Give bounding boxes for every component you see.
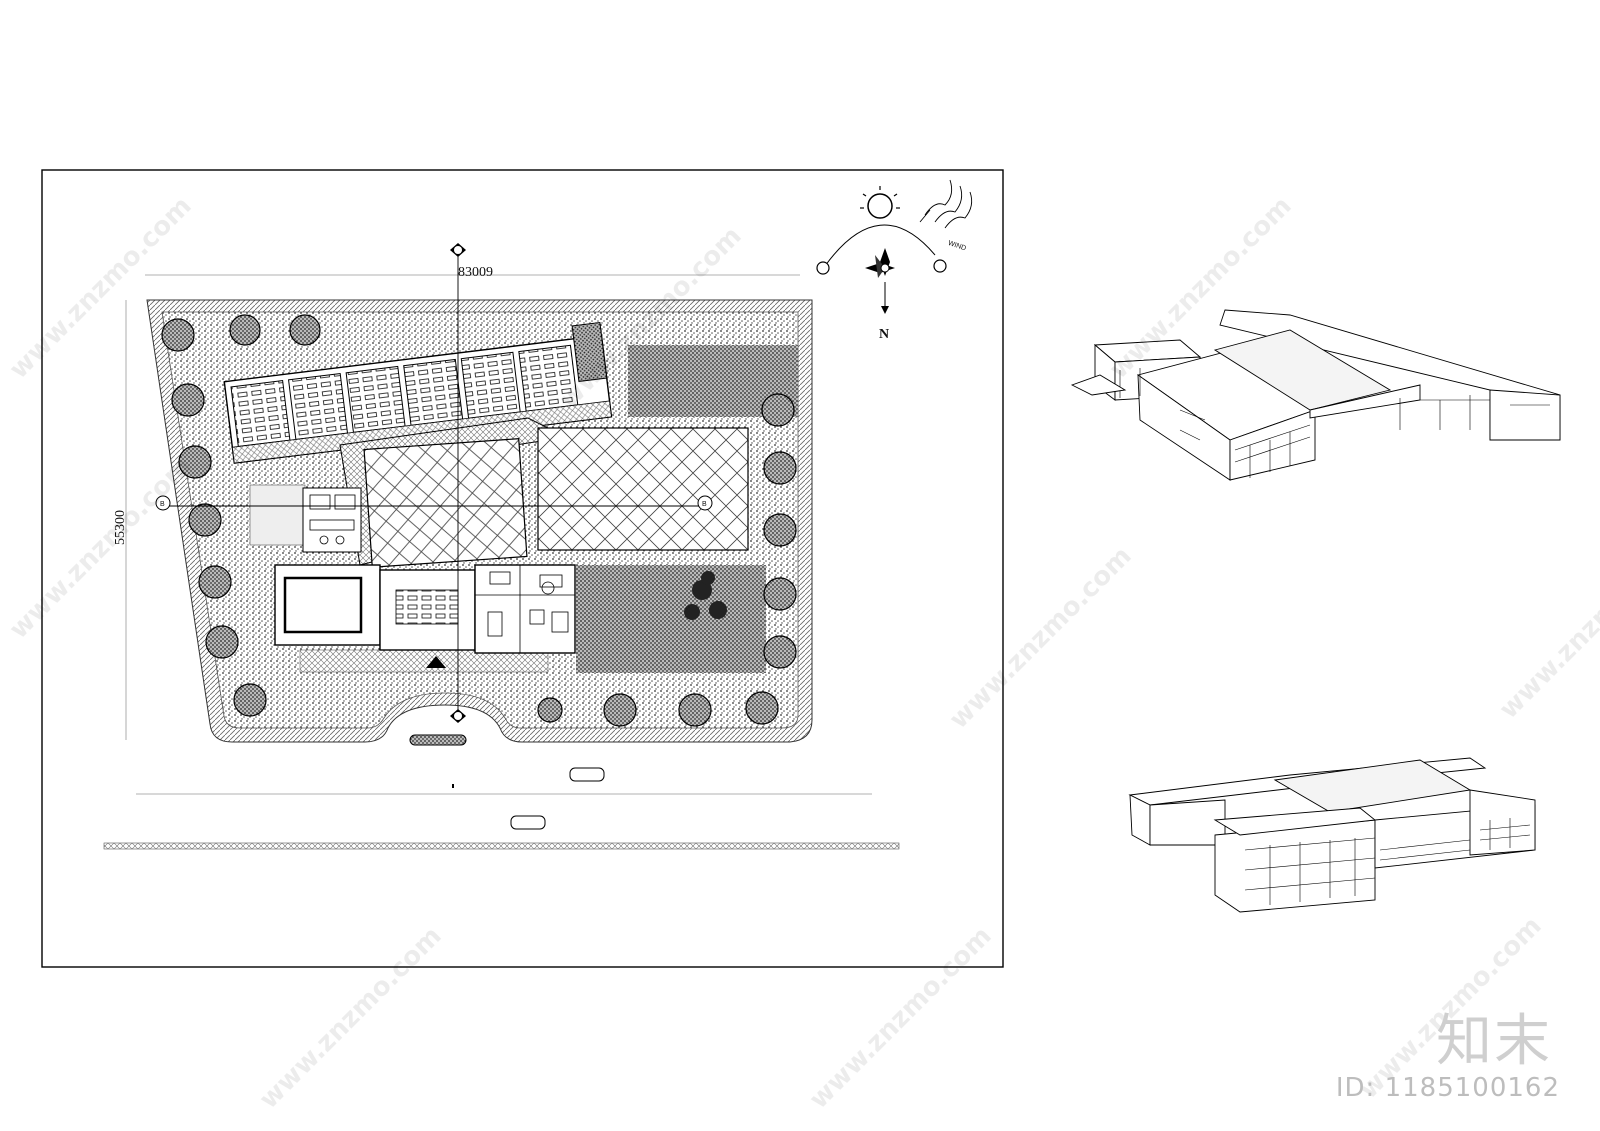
svg-text:www.znzmo.com: www.znzmo.com bbox=[804, 921, 998, 1115]
section-line-b bbox=[168, 255, 705, 722]
north-label: N bbox=[879, 327, 889, 342]
car-2 bbox=[510, 815, 546, 830]
courtyard-west bbox=[363, 438, 528, 568]
gate bbox=[409, 734, 467, 746]
dimension-lines bbox=[125, 274, 872, 795]
svg-text:B: B bbox=[160, 501, 165, 508]
wind-icon: WIND bbox=[919, 179, 973, 252]
landscape-west-garden bbox=[249, 484, 306, 546]
trees bbox=[161, 314, 797, 727]
sun-icon bbox=[816, 261, 830, 275]
section-marker-right: B bbox=[697, 495, 713, 511]
dimension-width: 83009 bbox=[458, 265, 493, 280]
axonometric-view-bottom bbox=[1128, 757, 1536, 913]
dimension-height: 55300 bbox=[113, 510, 128, 545]
landscape-southeast bbox=[576, 565, 766, 673]
entrance-marker bbox=[426, 656, 446, 668]
sheet-frame bbox=[41, 169, 1004, 968]
section-marker-top bbox=[450, 243, 466, 257]
svg-text:www.znzmo.com: www.znzmo.com bbox=[1494, 531, 1600, 725]
axonometric-view-top bbox=[1070, 309, 1561, 481]
admin-offices bbox=[474, 564, 576, 654]
svg-text:B: B bbox=[702, 501, 707, 508]
section-marker-bottom bbox=[450, 709, 466, 723]
svg-text:www.znzmo.com: www.znzmo.com bbox=[944, 541, 1138, 735]
courtyard-east bbox=[537, 427, 749, 551]
compass-icon: N bbox=[816, 186, 947, 342]
brand-logo: 知末 bbox=[1436, 1009, 1552, 1074]
car-1 bbox=[569, 767, 605, 782]
svg-text:www.znzmo.com: www.znzmo.com bbox=[4, 451, 198, 645]
svg-text:www.znzmo.com: www.znzmo.com bbox=[254, 921, 448, 1115]
pool bbox=[283, 576, 363, 634]
road-edge bbox=[103, 842, 900, 850]
image-id-label: ID: 1185100162 bbox=[1335, 1073, 1560, 1103]
svg-text:WIND: WIND bbox=[947, 240, 967, 252]
section-marker-left: B bbox=[155, 495, 171, 511]
classroom-wing bbox=[223, 321, 613, 464]
